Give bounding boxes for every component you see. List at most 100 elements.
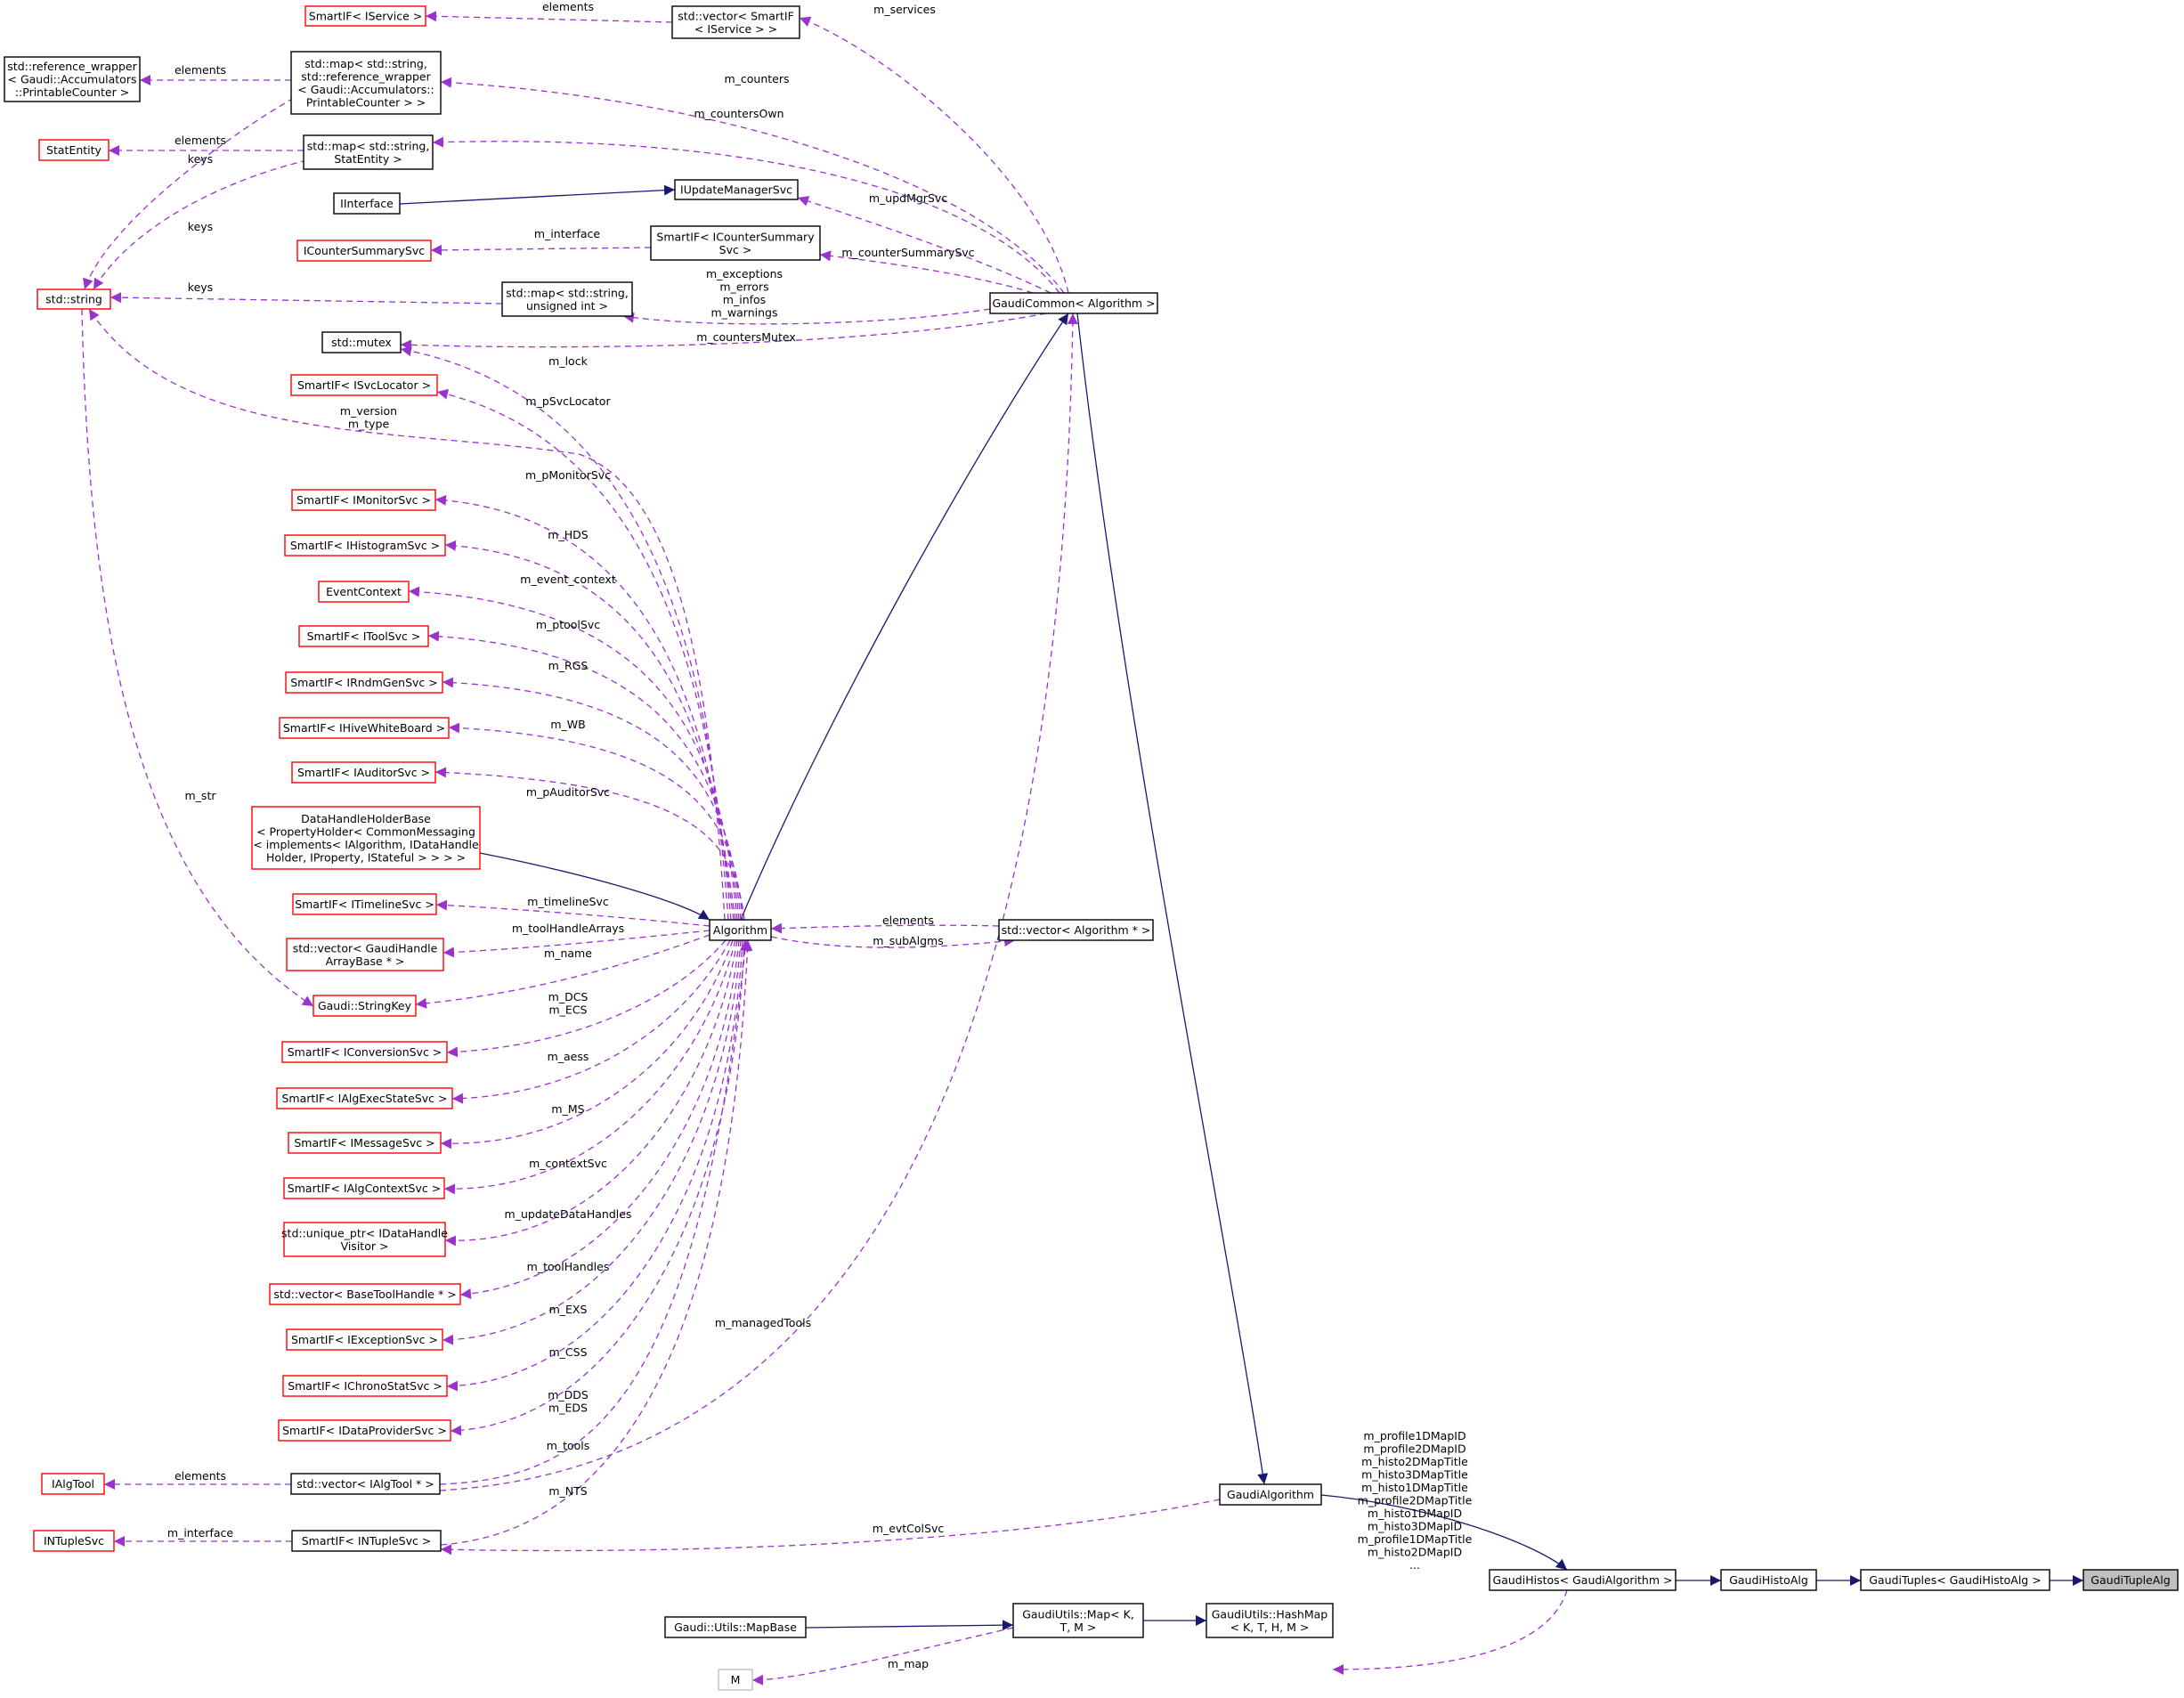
class-node-m[interactable]: M xyxy=(718,1669,753,1691)
edge-path xyxy=(439,313,1078,1491)
class-node-icountersummarysvc[interactable]: ICounterSummarySvc xyxy=(296,240,432,262)
node-layer: GaudiTupleAlg GaudiTuples< GaudiHistoAlg … xyxy=(4,5,2179,1691)
class-node-intuplesvc[interactable]: INTupleSvc xyxy=(33,1530,115,1552)
class-node-gaudituplealg[interactable]: GaudiTupleAlg xyxy=(2083,1569,2179,1591)
edge-label-line: m_interface xyxy=(534,227,600,240)
class-node-vector-algorithm[interactable]: std::vector< Algorithm * > xyxy=(998,919,1154,941)
class-node-smartif-irndmgensvc[interactable]: SmartIF< IRndmGenSvc > xyxy=(285,671,443,694)
class-node-vector-smartif[interactable]: std::vector< SmartIF< IService > > xyxy=(671,5,800,39)
edge-label-line: elements xyxy=(882,914,934,927)
class-node-smartif-iconversionsvc[interactable]: SmartIF< IConversionSvc > xyxy=(281,1041,448,1063)
class-node-iupdatemanagersvc[interactable]: IUpdateManagerSvc xyxy=(674,179,799,200)
edge-label-line: m_ptoolSvc xyxy=(536,618,600,631)
class-node-smartif-iexceptionsvc[interactable]: SmartIF< IExceptionSvc > xyxy=(286,1328,443,1351)
class-node-smartif-ihistogramsvc[interactable]: SmartIF< IHistogramSvc > xyxy=(284,534,446,557)
class-node-box xyxy=(251,806,481,870)
class-node-datahandleholderbase[interactable]: DataHandleHolderBase< PropertyHolder< Co… xyxy=(251,806,481,870)
class-node-box xyxy=(291,489,436,511)
edge-label-line: m_histo1DMapID xyxy=(1368,1507,1462,1520)
class-node-smartif-ialgcontextsvc[interactable]: SmartIF< IAlgContextSvc > xyxy=(283,1177,445,1199)
class-node-smartif-ichronostatsvc[interactable]: SmartIF< IChronoStatSvc > xyxy=(282,1375,448,1397)
class-node-statentity[interactable]: StatEntity xyxy=(38,139,110,161)
class-node-smartif-imessagesvc[interactable]: SmartIF< IMessageSvc > xyxy=(288,1132,442,1154)
class-node-gaudihistoalg[interactable]: GaudiHistoAlg xyxy=(1720,1569,1817,1591)
class-node-mapbase[interactable]: Gaudi::Utils::MapBase xyxy=(664,1616,807,1638)
class-node-label-line: std::map< std::string, xyxy=(506,286,629,299)
class-node-reference-wrapper[interactable]: std::reference_wrapper< Gaudi::Accumulat… xyxy=(4,56,141,102)
edge-label: m_EXS xyxy=(549,1303,588,1316)
usage-edge-intuplesvc-to-smartif-intuplesvc: m_interface xyxy=(114,1526,292,1547)
class-node-label-line: GaudiCommon< Algorithm > xyxy=(992,297,1155,310)
class-node-vector-basetoolhandle[interactable]: std::vector< BaseToolHandle * > xyxy=(269,1283,461,1305)
class-node-ialgtool[interactable]: IAlgTool xyxy=(41,1473,105,1495)
class-node-gaudicommon[interactable]: GaudiCommon< Algorithm > xyxy=(989,292,1158,314)
class-node-box xyxy=(333,192,401,215)
edge-path xyxy=(819,250,1034,294)
class-node-label: SmartIF< IChronoStatSvc > xyxy=(288,1379,442,1393)
class-node-std-mutex[interactable]: std::mutex xyxy=(321,331,402,353)
class-node-iinterface[interactable]: IInterface xyxy=(333,192,401,215)
edge-label-line: m_DDS xyxy=(548,1388,589,1401)
class-node-gaudituples[interactable]: GaudiTuples< GaudiHistoAlg > xyxy=(1860,1569,2050,1591)
edge-label-line: m_counters xyxy=(724,72,789,85)
class-node-label: GaudiHistoAlg xyxy=(1729,1573,1808,1587)
class-node-eventcontext[interactable]: EventContext xyxy=(318,581,410,603)
class-node-smartif-intuplesvc[interactable]: SmartIF< INTupleSvc > xyxy=(291,1530,442,1552)
class-node-gaudiutils-map[interactable]: GaudiUtils::Map< K,T, M > xyxy=(1012,1603,1144,1638)
class-node-label: GaudiTuples< GaudiHistoAlg > xyxy=(1869,1573,2041,1587)
class-node-smartif-iservice[interactable]: SmartIF< IService > xyxy=(304,5,426,27)
class-node-label-line: std::unique_ptr< IDataHandle xyxy=(281,1226,448,1239)
class-node-smartif-itimelinesvc[interactable]: SmartIF< ITimelineSvc > xyxy=(292,893,437,915)
edge-path xyxy=(440,1499,1221,1556)
class-node-vector-ialgtool[interactable]: std::vector< IAlgTool * > xyxy=(290,1473,441,1495)
class-node-map-uint[interactable]: std::map< std::string,unsigned int > xyxy=(501,281,633,317)
class-node-label-line: GaudiTupleAlg xyxy=(2091,1573,2170,1587)
class-node-box xyxy=(290,1473,441,1495)
inheritance-edge-gaudicommon-to-gaudialgorithm xyxy=(1076,313,1269,1485)
class-node-label-line: SmartIF< IAlgContextSvc > xyxy=(288,1182,441,1195)
class-node-label-line: std::mutex xyxy=(331,336,392,349)
class-node-label-line: ArrayBase * > xyxy=(326,955,405,968)
class-node-smartif-idataprovidersvc[interactable]: SmartIF< IDataProviderSvc > xyxy=(278,1419,451,1442)
class-node-label-line: SmartIF< IAlgExecStateSvc > xyxy=(282,1092,448,1105)
class-node-gaudialgorithm[interactable]: GaudiAlgorithm xyxy=(1219,1483,1322,1506)
class-node-map-refwrap[interactable]: std::map< std::string,std::reference_wra… xyxy=(290,51,442,115)
class-node-smartif-itoolsvc[interactable]: SmartIF< IToolSvc > xyxy=(298,625,429,647)
edge-label: elements xyxy=(882,914,934,927)
edge-label-line: m_event_context xyxy=(520,573,615,586)
class-node-stringkey[interactable]: Gaudi::StringKey xyxy=(313,995,417,1017)
usage-edge-smartif-iexceptionsvc-to-algorithm: m_EXS xyxy=(442,939,742,1345)
class-node-std-string[interactable]: std::string xyxy=(37,288,111,310)
class-node-smartif-iauditorsvc[interactable]: SmartIF< IAuditorSvc > xyxy=(291,761,436,784)
class-node-smartif-ialgexecstatesvc[interactable]: SmartIF< IAlgExecStateSvc > xyxy=(276,1087,453,1109)
class-node-algorithm[interactable]: Algorithm xyxy=(709,919,772,941)
class-node-box xyxy=(288,1132,442,1154)
class-node-smartif-ihivewhiteboard[interactable]: SmartIF< IHiveWhiteBoard > xyxy=(279,717,450,739)
usage-edge-smartif-ichronostatsvc-to-algorithm: m_CSS xyxy=(446,939,743,1392)
class-node-box xyxy=(304,5,426,27)
class-node-box xyxy=(286,1328,443,1351)
class-node-gaudiutils-hashmap[interactable]: GaudiUtils::HashMap< K, T, H, M > xyxy=(1206,1603,1334,1638)
class-node-map-statentity[interactable]: std::map< std::string,StatEntity > xyxy=(303,134,434,170)
class-node-label: std::vector< IAlgTool * > xyxy=(296,1477,434,1491)
class-node-label: M xyxy=(731,1673,741,1686)
class-node-label: SmartIF< IHiveWhiteBoard > xyxy=(283,721,445,735)
class-node-label-line: GaudiAlgorithm xyxy=(1227,1488,1314,1501)
class-node-label: SmartIF< INTupleSvc > xyxy=(302,1534,432,1548)
edge-label-line: ... xyxy=(1409,1558,1420,1572)
class-node-smartif-imonitorsvc[interactable]: SmartIF< IMonitorSvc > xyxy=(291,489,436,511)
class-node-gaudihistos[interactable]: GaudiHistos< GaudiAlgorithm > xyxy=(1489,1569,1677,1591)
class-node-label: SmartIF< IAlgContextSvc > xyxy=(288,1182,441,1195)
class-node-label-line: < PropertyHolder< CommonMessaging xyxy=(256,825,475,838)
edge-path xyxy=(443,939,736,1195)
class-node-box xyxy=(1012,1603,1144,1638)
edge-label: m_tools xyxy=(547,1439,590,1452)
class-node-smartif-isvclocator[interactable]: SmartIF< ISvcLocator > xyxy=(290,374,438,396)
edge-label-line: m_EDS xyxy=(548,1401,588,1415)
usage-edge-vector-gaudihandlearraybase-to-algorithm: m_toolHandleArrays xyxy=(442,922,710,958)
class-node-label: SmartIF< IDataProviderSvc > xyxy=(282,1424,447,1437)
